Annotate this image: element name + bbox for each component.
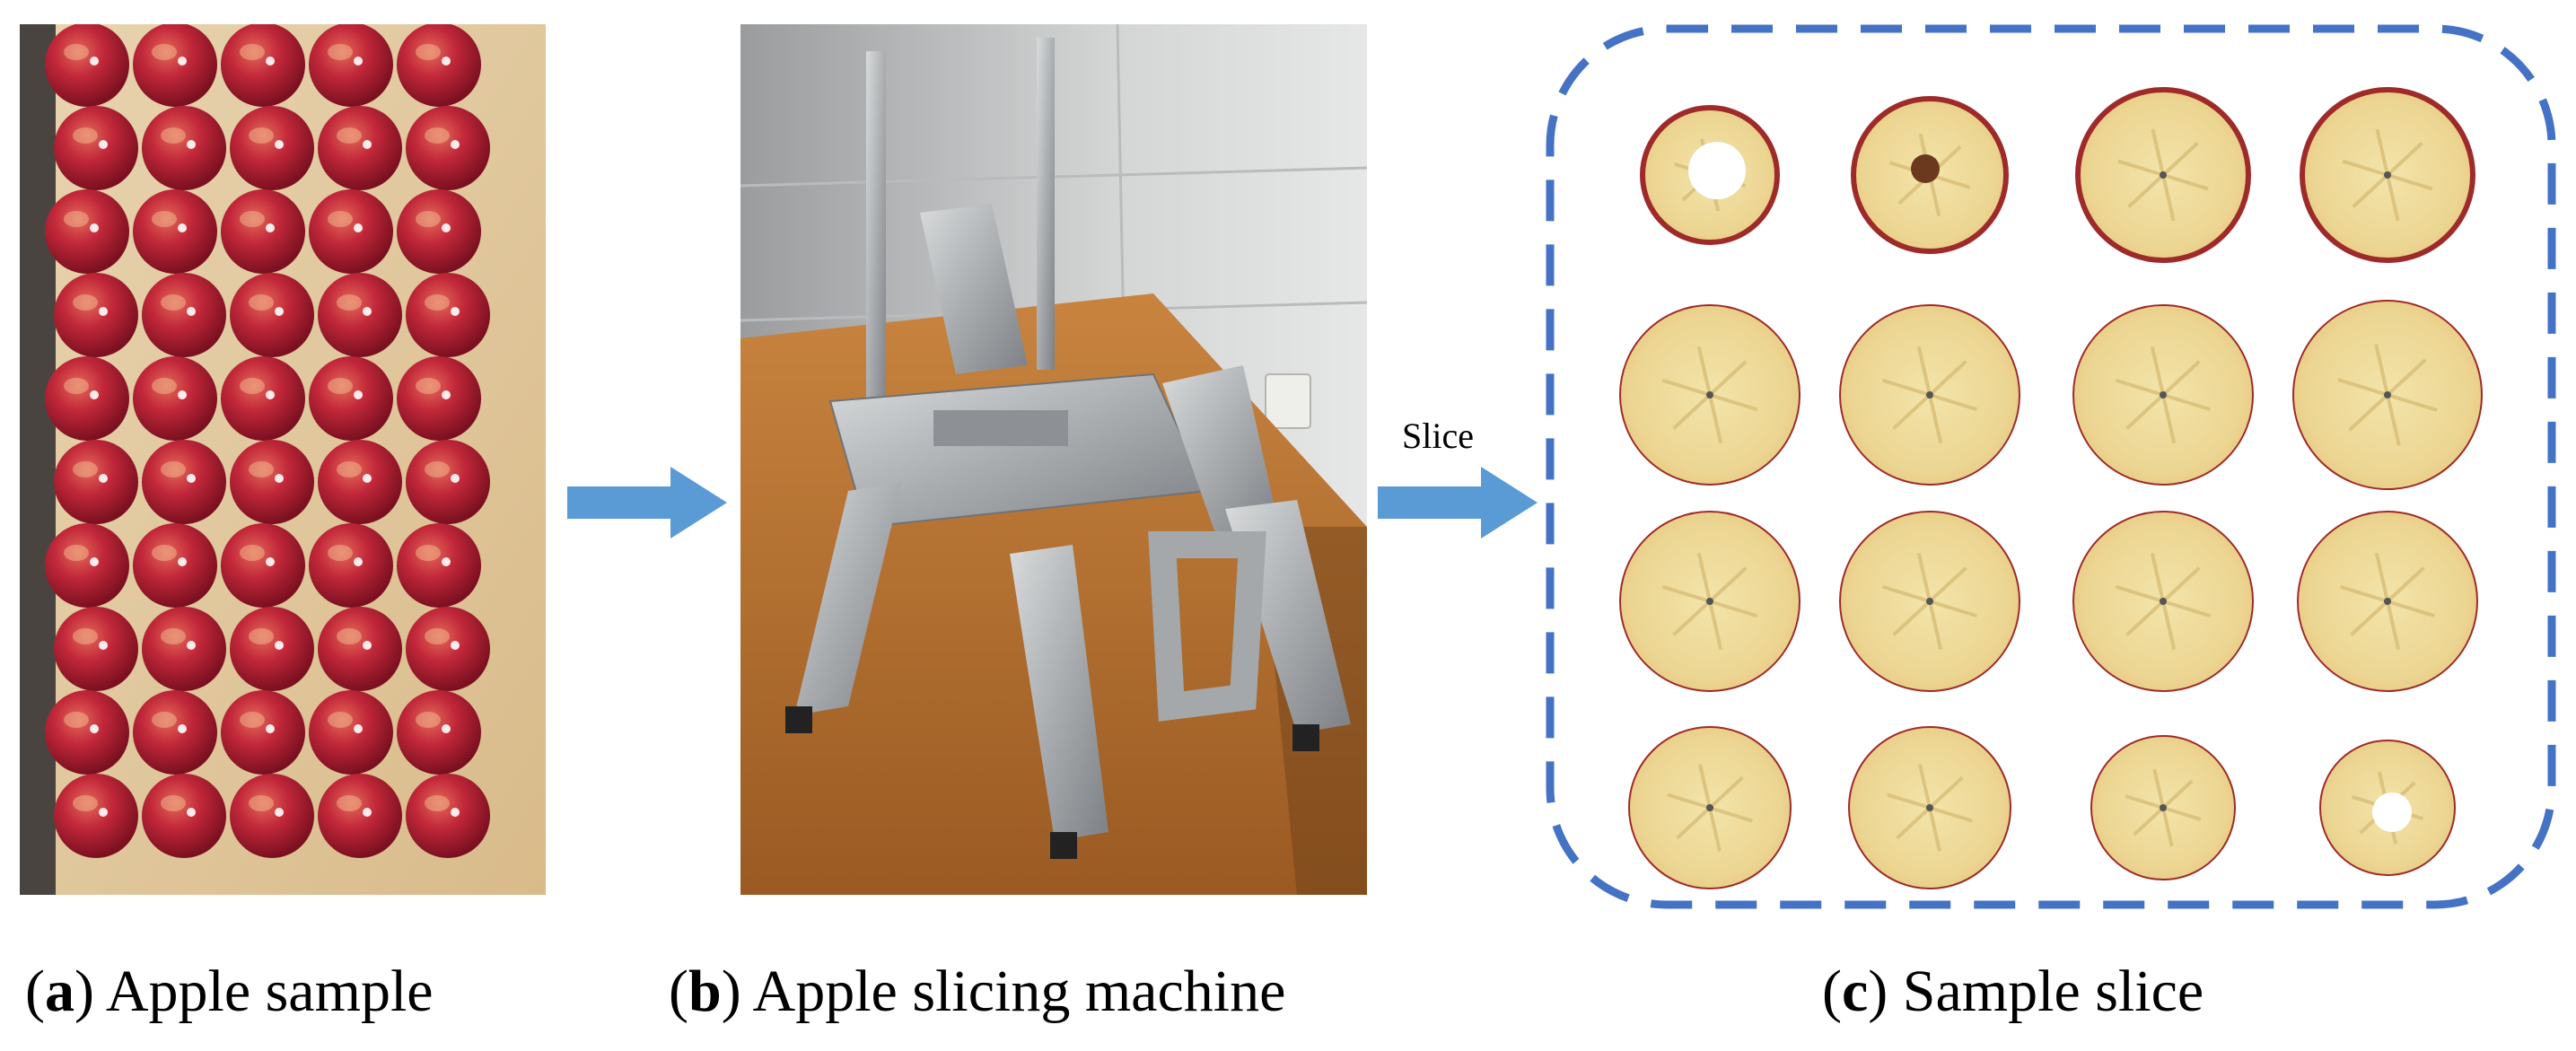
apple-slice <box>2090 735 2236 880</box>
sample-slice-panel <box>1539 18 2563 915</box>
apple-slice <box>2072 304 2254 486</box>
apple <box>397 690 481 775</box>
apple <box>406 774 490 858</box>
apple-tray-illustration <box>20 24 546 895</box>
apple <box>142 774 226 858</box>
apple-slice <box>1839 511 2020 692</box>
arrow-shape <box>1378 467 1538 539</box>
apple <box>54 607 138 691</box>
apple-slice <box>2300 87 2475 263</box>
apple <box>45 356 129 441</box>
apple <box>45 24 129 107</box>
apple <box>45 690 129 775</box>
slicing-machine-illustration <box>740 24 1367 895</box>
apple <box>309 24 393 107</box>
apple <box>54 273 138 357</box>
apple <box>230 273 314 357</box>
apple <box>230 440 314 524</box>
apple <box>133 356 217 441</box>
apple <box>397 189 481 274</box>
apple-slice <box>1839 304 2020 486</box>
apple-slice <box>1848 726 2011 889</box>
apple-slice <box>2297 511 2478 692</box>
apple-slices-grid <box>1546 24 2556 909</box>
caption-apple-sample: (a) Apple sample <box>25 959 434 1024</box>
arrow-right-icon <box>567 467 727 539</box>
apple <box>397 24 481 107</box>
apple <box>318 607 402 691</box>
apple <box>230 607 314 691</box>
apple <box>45 523 129 608</box>
slice-arrow-label: Slice <box>1402 416 1474 456</box>
caption-sample-slice: (c) Sample slice <box>1822 959 2204 1024</box>
apple <box>221 690 305 775</box>
apple-sample-photo <box>20 24 546 895</box>
apple-slice <box>1619 511 1801 692</box>
apple <box>230 106 314 190</box>
apple <box>318 440 402 524</box>
apple <box>406 607 490 691</box>
apple <box>142 106 226 190</box>
arrow-right-icon <box>1378 467 1538 539</box>
apple <box>142 607 226 691</box>
dashed-border <box>1546 24 2556 909</box>
apple <box>133 690 217 775</box>
apple <box>397 523 481 608</box>
apple <box>309 189 393 274</box>
apple <box>406 440 490 524</box>
apple <box>406 273 490 357</box>
apple <box>54 440 138 524</box>
apple <box>133 189 217 274</box>
apple <box>397 356 481 441</box>
apple <box>309 356 393 441</box>
apple-slice <box>2075 87 2251 263</box>
caption-apple-slicing-machine: (b) Apple slicing machine <box>669 959 1286 1024</box>
apple <box>54 106 138 190</box>
apple <box>221 356 305 441</box>
apple <box>133 24 217 107</box>
apple <box>309 523 393 608</box>
apple <box>142 440 226 524</box>
apple <box>221 189 305 274</box>
apple <box>142 273 226 357</box>
apple <box>54 774 138 858</box>
apple-slice <box>1619 304 1801 486</box>
apple <box>221 24 305 107</box>
apple <box>230 774 314 858</box>
apple <box>309 690 393 775</box>
apple <box>318 774 402 858</box>
apple-slice <box>1628 726 1792 889</box>
apple <box>133 523 217 608</box>
apple-slice <box>2292 300 2483 490</box>
apple-slicing-machine-photo <box>740 24 1367 895</box>
apple <box>221 523 305 608</box>
apple <box>318 106 402 190</box>
apple <box>406 106 490 190</box>
arrow-shape <box>567 467 727 539</box>
apple <box>45 189 129 274</box>
apple-slice <box>2072 511 2254 692</box>
apple <box>318 273 402 357</box>
